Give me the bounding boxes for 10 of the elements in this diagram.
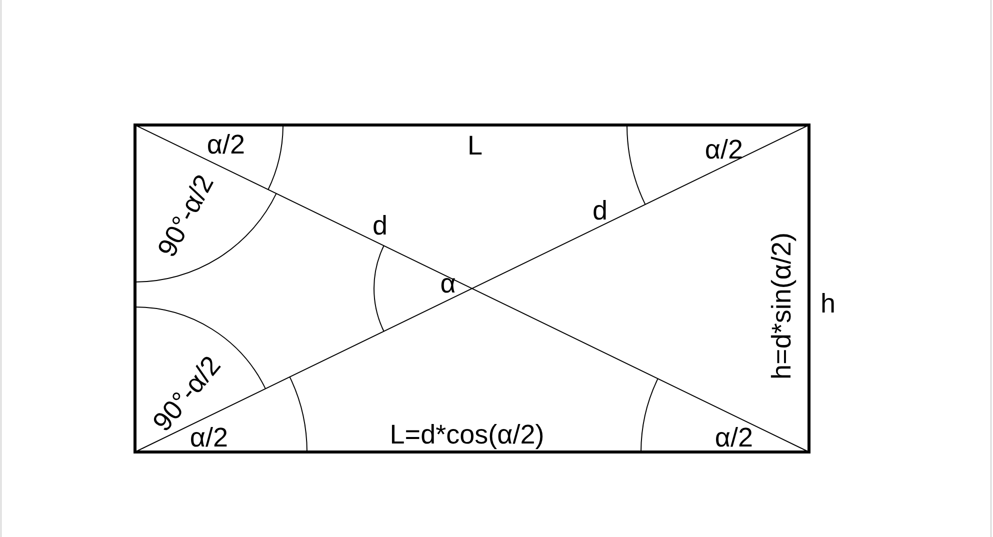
dimension-label: α/2 (714, 424, 754, 452)
dimension-label: d (372, 212, 388, 240)
dimension-label: α/2 (206, 132, 246, 158)
dimension-label: L (467, 132, 483, 160)
dimension-label: α/2 (704, 136, 744, 164)
dimension-label: L=d*cos(α/2) (390, 422, 544, 448)
dimension-label: d (592, 198, 608, 224)
dimension-label: h (820, 290, 836, 318)
dimension-label: α (440, 270, 456, 298)
angle-label: h=d*sin(α/2) (768, 232, 796, 380)
